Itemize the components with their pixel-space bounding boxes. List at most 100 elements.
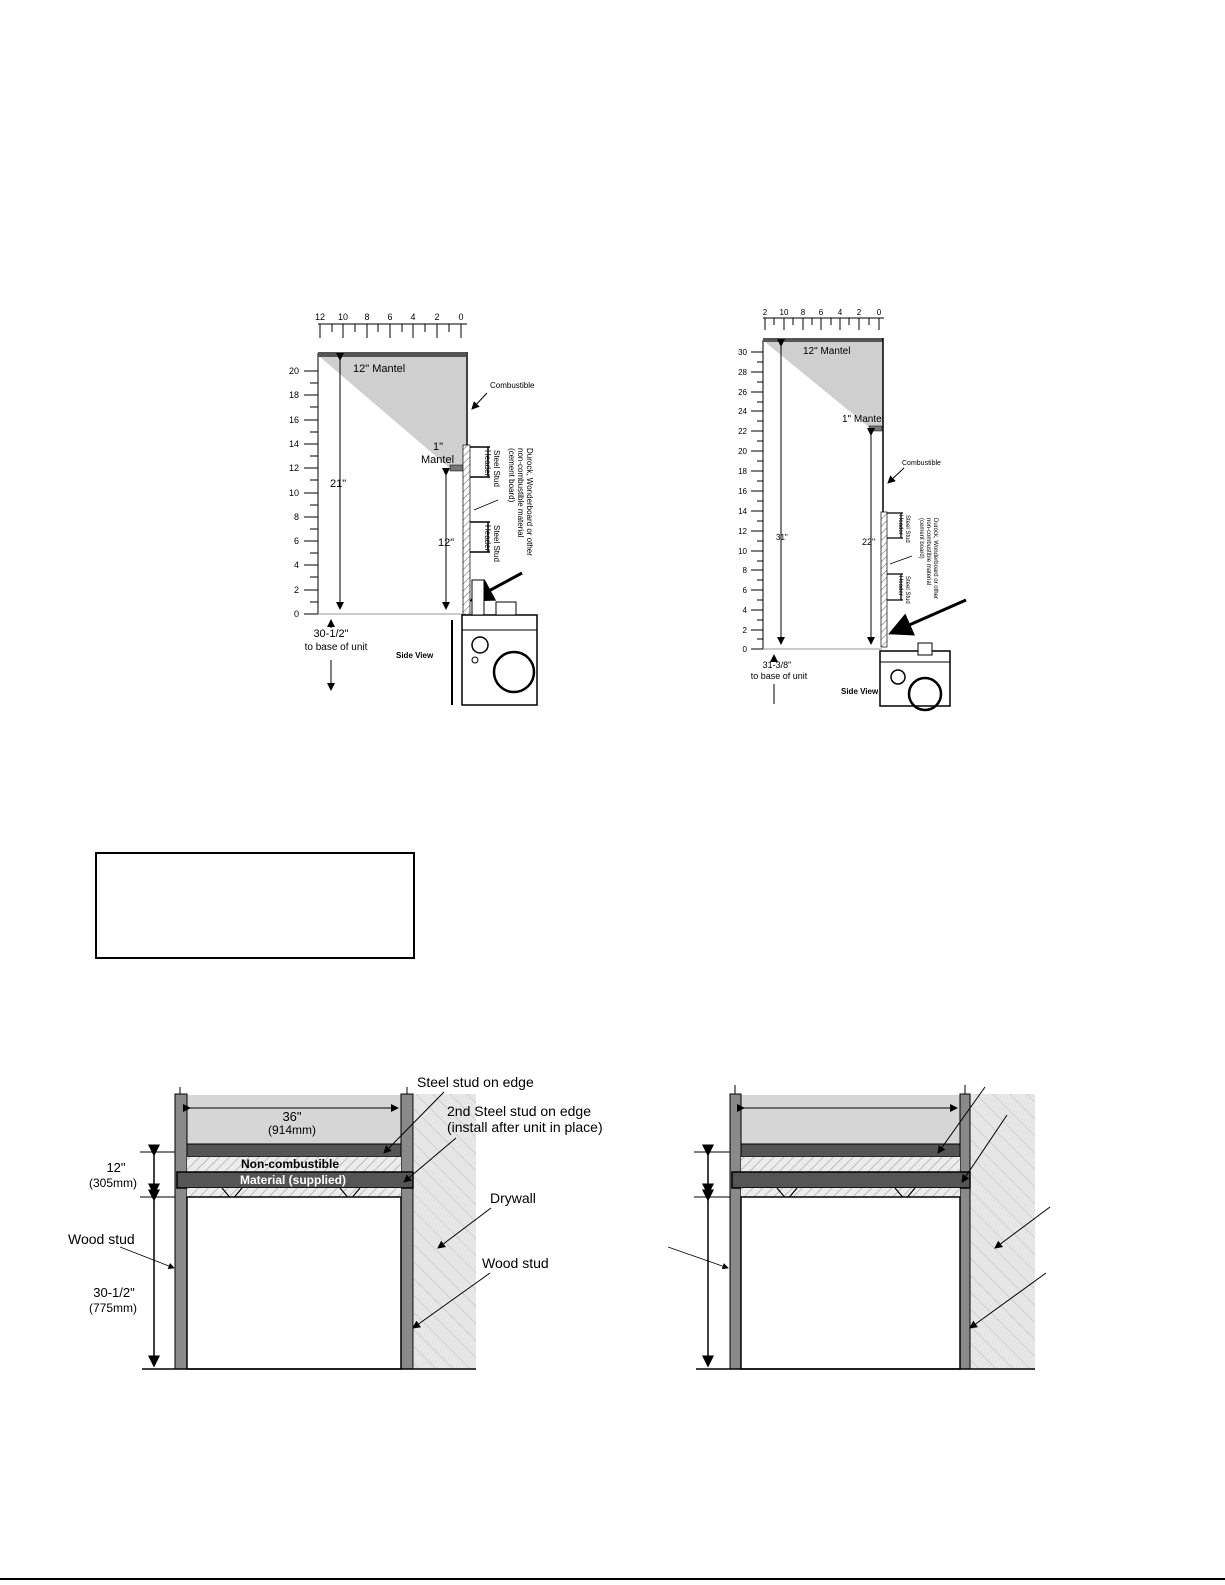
- top-tick-label: 0: [877, 308, 882, 317]
- height-21-label: 21": [330, 478, 346, 490]
- clearance-diagram-1: 12 10 8 6 4 2 0 20: [289, 312, 538, 706]
- side-tick-label: 4: [294, 560, 299, 570]
- stud-header-label-2a: Steel StudHeader: [897, 515, 910, 543]
- cement-board-note-2: Durock, Wonderboard or othernon-combusti…: [918, 518, 938, 599]
- framing-diagram-labeled: Steel stud on edge 2nd Steel stud on edg…: [68, 1074, 603, 1370]
- mantel-12in-label-2: 12" Mantel: [803, 346, 850, 357]
- steel-stud-top: [186, 1143, 402, 1158]
- side-tick-label: 4: [743, 606, 748, 615]
- stud-header-label-1a: Steel StudHeader: [483, 450, 501, 487]
- second-stud-label-1: 2nd Steel stud on edge: [447, 1103, 591, 1119]
- framing-diagram-unlabeled: [667, 1085, 1051, 1370]
- mantel-12in-2: [763, 338, 883, 342]
- top-tick-label: 10: [338, 312, 348, 322]
- steel-stud-label: Steel stud on edge: [417, 1074, 534, 1090]
- steel-stud-second-2: [731, 1171, 971, 1189]
- board-pointer-2: [889, 555, 913, 565]
- clearance-zone-1: [320, 357, 466, 470]
- steel-stud-header-1a: [470, 446, 490, 478]
- side-tick-label: 8: [294, 512, 299, 522]
- wood-stud-left: [174, 1093, 188, 1370]
- side-tick-label: 18: [738, 467, 747, 476]
- unit-opening-2: [740, 1196, 961, 1370]
- mantel-1in-label-2: 1" Mantel: [842, 414, 884, 425]
- base-mm-label: (775mm): [89, 1301, 137, 1315]
- opening-shade-2: [741, 1095, 960, 1145]
- base-dim-label-2: 31-3/8": [763, 660, 792, 670]
- cement-board-2: [880, 511, 888, 648]
- noncombustible-label-2: Material (supplied): [240, 1173, 346, 1187]
- empty-note-box: [95, 852, 415, 959]
- width-in-label: 36": [282, 1109, 301, 1124]
- top-ruler-2: 2 10 8 6 4 2 0: [763, 308, 884, 330]
- side-tick-label: 30: [738, 348, 747, 357]
- header-mm-label: (305mm): [89, 1176, 137, 1190]
- top-ruler-1: 12 10 8 6 4 2 0: [315, 312, 467, 338]
- noncombustible-bottom: [187, 1188, 401, 1197]
- side-tick-label: 22: [738, 427, 747, 436]
- bold-pointer-2: [888, 598, 967, 636]
- side-tick-label: 24: [738, 407, 747, 416]
- steel-stud-top-2: [740, 1143, 961, 1158]
- combustible-label-1: Combustible: [490, 381, 535, 390]
- steel-stud-header-1b: [470, 521, 490, 553]
- top-tick-label: 4: [410, 312, 415, 322]
- cement-board-note-1: Durock, Wonderboard or othernon-combusti…: [507, 448, 534, 556]
- side-tick-label: 10: [738, 547, 747, 556]
- side-tick-label: 26: [738, 388, 747, 397]
- top-tick-label: 8: [364, 312, 369, 322]
- drywall-section: [414, 1094, 476, 1369]
- side-tick-label: 0: [294, 609, 299, 619]
- wood-stud-left-2: [729, 1093, 742, 1370]
- combustible-pointer-1: [471, 392, 488, 410]
- pointer-steel-stud: [383, 1091, 445, 1154]
- top-tick-label: 0: [458, 312, 463, 322]
- pointer-wood-stud-right-2: [969, 1272, 1047, 1329]
- combustible-label-2: Combustible: [902, 460, 941, 467]
- side-tick-label: 2: [294, 585, 299, 595]
- mantel-1in-word-label-1: Mantel: [421, 454, 454, 466]
- noncombustible-top-2: [741, 1157, 960, 1172]
- wood-stud-right: [400, 1093, 414, 1370]
- side-tick-label: 6: [294, 536, 299, 546]
- height-31-label: 31": [776, 533, 788, 542]
- side-tick-label: 14: [738, 507, 747, 516]
- side-tick-label: 16: [289, 415, 299, 425]
- second-stud-label-2: (install after unit in place): [447, 1119, 603, 1135]
- side-view-label-2: Side View: [841, 687, 879, 696]
- width-mm-label: (914mm): [268, 1123, 316, 1137]
- top-tick-label: 6: [819, 308, 824, 317]
- noncombustible-bottom-2: [741, 1188, 960, 1197]
- height-12-label: 12": [438, 537, 454, 549]
- base-dim-label-1: 30-1/2": [313, 628, 348, 640]
- top-tick-label: 4: [838, 308, 843, 317]
- base-in-label: 30-1/2": [93, 1285, 135, 1300]
- drywall-section-2: [970, 1094, 1035, 1369]
- side-tick-label: 6: [743, 586, 748, 595]
- drywall-label: Drywall: [490, 1190, 536, 1206]
- combustible-pointer-2: [887, 467, 905, 484]
- side-tick-label: 20: [289, 366, 299, 376]
- clearance-zone-2: [765, 342, 883, 428]
- side-tick-label: 20: [738, 447, 747, 456]
- pointer-wood-stud-left: [119, 1246, 175, 1269]
- stud-header-label-2b: Steel StudHeader: [897, 576, 910, 604]
- mantel-1in-2: [868, 425, 883, 432]
- pointer-steel-stud-2: [937, 1086, 986, 1154]
- top-tick-label: 6: [387, 312, 392, 322]
- side-tick-label: 18: [289, 390, 299, 400]
- side-tick-label: 28: [738, 368, 747, 377]
- steel-stud-header-2a: [887, 512, 903, 539]
- cement-board-1: [462, 444, 471, 616]
- side-tick-label: 12: [738, 527, 747, 536]
- board-pointer-1: [473, 499, 499, 511]
- unit-opening: [186, 1196, 402, 1370]
- fireplace-unit-2: [879, 642, 951, 712]
- steel-stud-header-2b: [887, 573, 903, 601]
- pointer-wood-stud-right: [412, 1272, 491, 1329]
- wood-stud-right-2: [959, 1093, 971, 1370]
- pointer-wood-stud-left-2: [667, 1246, 729, 1270]
- height-22-label: 22": [862, 537, 875, 547]
- top-tick-label: 2: [434, 312, 439, 322]
